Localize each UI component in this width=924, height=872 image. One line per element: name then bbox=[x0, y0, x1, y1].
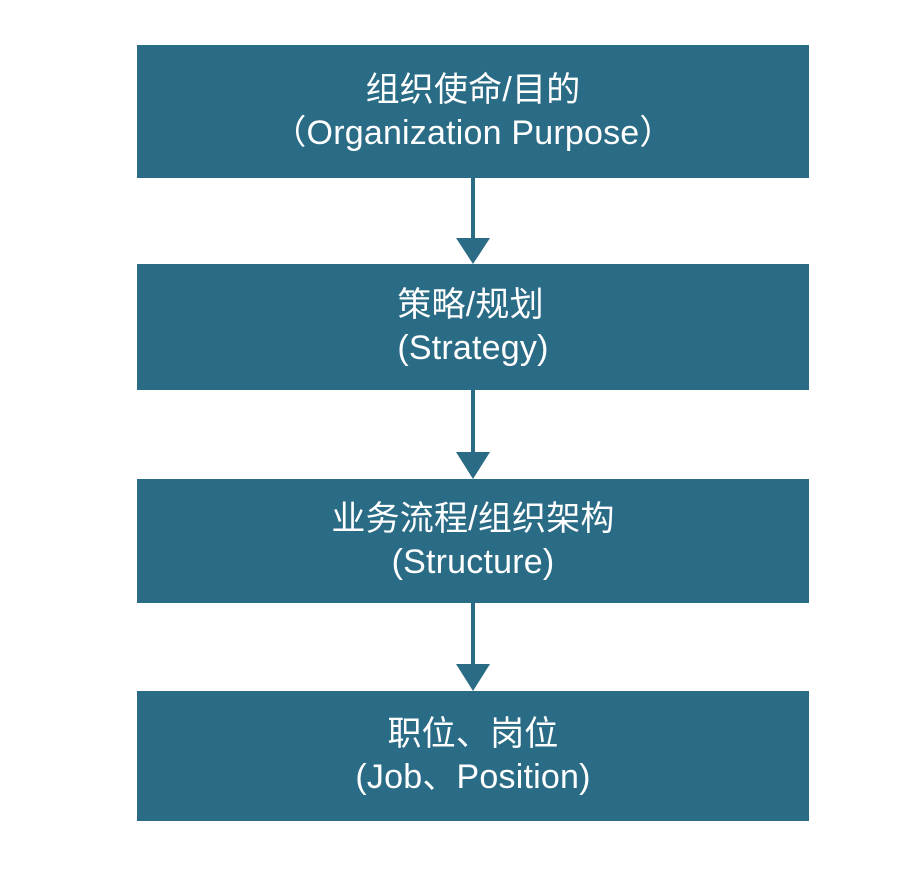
flow-node-label-en: (Structure) bbox=[391, 543, 555, 581]
flow-node-text-block: 业务流程/组织架构 (Structure) bbox=[331, 498, 614, 584]
flow-node-structure[interactable]: 业务流程/组织架构 (Structure) bbox=[137, 479, 809, 603]
flow-node-label-en: (Job、Position) bbox=[355, 758, 591, 796]
flow-node-text-block: 策略/规划 (Strategy) bbox=[397, 284, 548, 370]
flow-arrow-strategy-to-structure bbox=[0, 390, 924, 479]
flow-node-label-cn: 职位、岗位 bbox=[387, 715, 559, 754]
flow-node-label-cn: 业务流程/组织架构 bbox=[331, 500, 615, 539]
flow-node-text-block: 职位、岗位 (Job、Position) bbox=[355, 713, 590, 799]
flow-node-text-block: 组织使命/目的 （Organization Purpose） bbox=[272, 69, 673, 155]
flow-node-label-en: （Organization Purpose） bbox=[272, 113, 674, 152]
flow-node-strategy[interactable]: 策略/规划 (Strategy) bbox=[137, 264, 809, 390]
flow-node-label-cn: 组织使命/目的 bbox=[365, 70, 581, 109]
flow-node-job-position[interactable]: 职位、岗位 (Job、Position) bbox=[137, 691, 809, 821]
flow-node-label-en: (Strategy) bbox=[397, 329, 549, 367]
flow-arrow-purpose-to-strategy bbox=[0, 178, 924, 264]
flow-node-organization-purpose[interactable]: 组织使命/目的 （Organization Purpose） bbox=[137, 45, 809, 178]
flow-node-label-cn: 策略/规划 bbox=[397, 286, 544, 325]
flow-arrow-structure-to-job bbox=[0, 603, 924, 691]
